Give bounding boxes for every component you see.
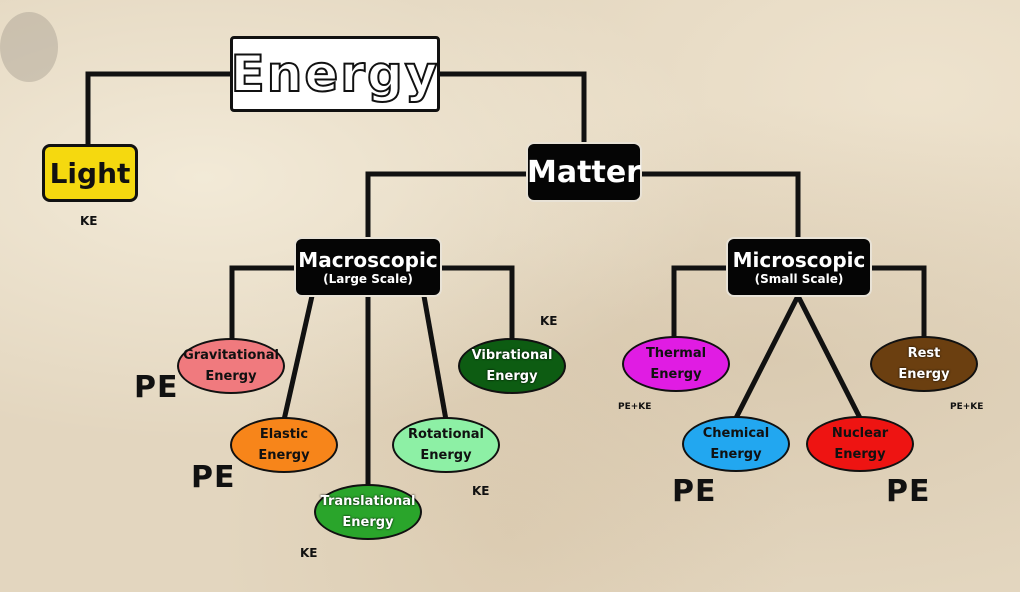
gravitational-line1: Gravitational [183,348,279,363]
nuclear-tag: PE [886,474,931,509]
connector-macro-gravitational [229,265,299,343]
thermal-line1: Thermal [645,346,707,361]
elastic-line2: Energy [258,448,310,463]
matter-label: Matter [527,154,641,190]
translational-energy-node: Translational Energy [314,484,422,540]
nuclear-line2: Energy [834,447,886,462]
rest-line1: Rest [907,346,941,361]
chemical-line1: Chemical [702,426,770,441]
vibrational-tag: KE [540,314,558,328]
thermal-line2: Energy [650,367,702,382]
chemical-line2: Energy [710,447,762,462]
connector-energy-light [85,71,233,149]
chemical-tag: PE [672,474,717,509]
connector-energy-matter [437,71,587,147]
connector-micro-thermal [671,265,731,341]
rotational-line1: Rotational [407,427,484,442]
microscopic-label: Microscopic [732,247,866,272]
gravitational-tag: PE [134,370,179,405]
microscopic-sublabel: (Small Scale) [754,271,844,286]
gravitational-energy-node: Gravitational Energy [177,338,285,394]
energy-title: Energy [230,44,440,104]
light-box: Light [42,144,138,202]
light-tag: KE [80,214,98,228]
energy-title-box: Energy [230,36,440,112]
macroscopic-label: Macroscopic [298,247,438,272]
thermal-energy-node: Thermal Energy [622,336,730,392]
nuclear-line1: Nuclear [831,426,889,441]
vibrational-line2: Energy [486,369,538,384]
gravitational-line2: Energy [205,369,257,384]
connector-macro-rotational [421,293,449,423]
connector-micro-nuclear [794,292,864,422]
nuclear-energy-node: Nuclear Energy [806,416,914,472]
rest-tag: PE+KE [950,402,984,412]
thermal-tag: PE+KE [618,402,652,412]
connector-macro-vibrational [437,265,515,343]
rotational-tag: KE [472,484,490,498]
vibrational-line1: Vibrational [471,348,553,363]
rotational-energy-node: Rotational Energy [392,417,500,473]
translational-tag: KE [300,546,318,560]
connector-micro-rest [867,265,927,341]
matter-box: Matter [526,142,642,202]
channel-logo-watermark [0,12,58,82]
elastic-line1: Elastic [259,427,309,442]
connector-matter-micro [637,171,801,241]
connector-matter-macro [365,171,531,241]
rest-line2: Energy [898,367,950,382]
microscopic-box: Microscopic (Small Scale) [726,237,872,297]
elastic-energy-node: Elastic Energy [230,417,338,473]
rest-energy-node: Rest Energy [870,336,978,392]
connector-micro-chemical [732,292,802,422]
macroscopic-sublabel: (Large Scale) [323,271,413,286]
vibrational-energy-node: Vibrational Energy [458,338,566,394]
elastic-tag: PE [191,460,236,495]
translational-line1: Translational [320,494,416,509]
translational-line2: Energy [342,515,394,530]
rotational-line2: Energy [420,448,472,463]
chemical-energy-node: Chemical Energy [682,416,790,472]
connector-macro-elastic [281,293,315,423]
macroscopic-box: Macroscopic (Large Scale) [294,237,442,297]
light-label: Light [49,156,131,190]
